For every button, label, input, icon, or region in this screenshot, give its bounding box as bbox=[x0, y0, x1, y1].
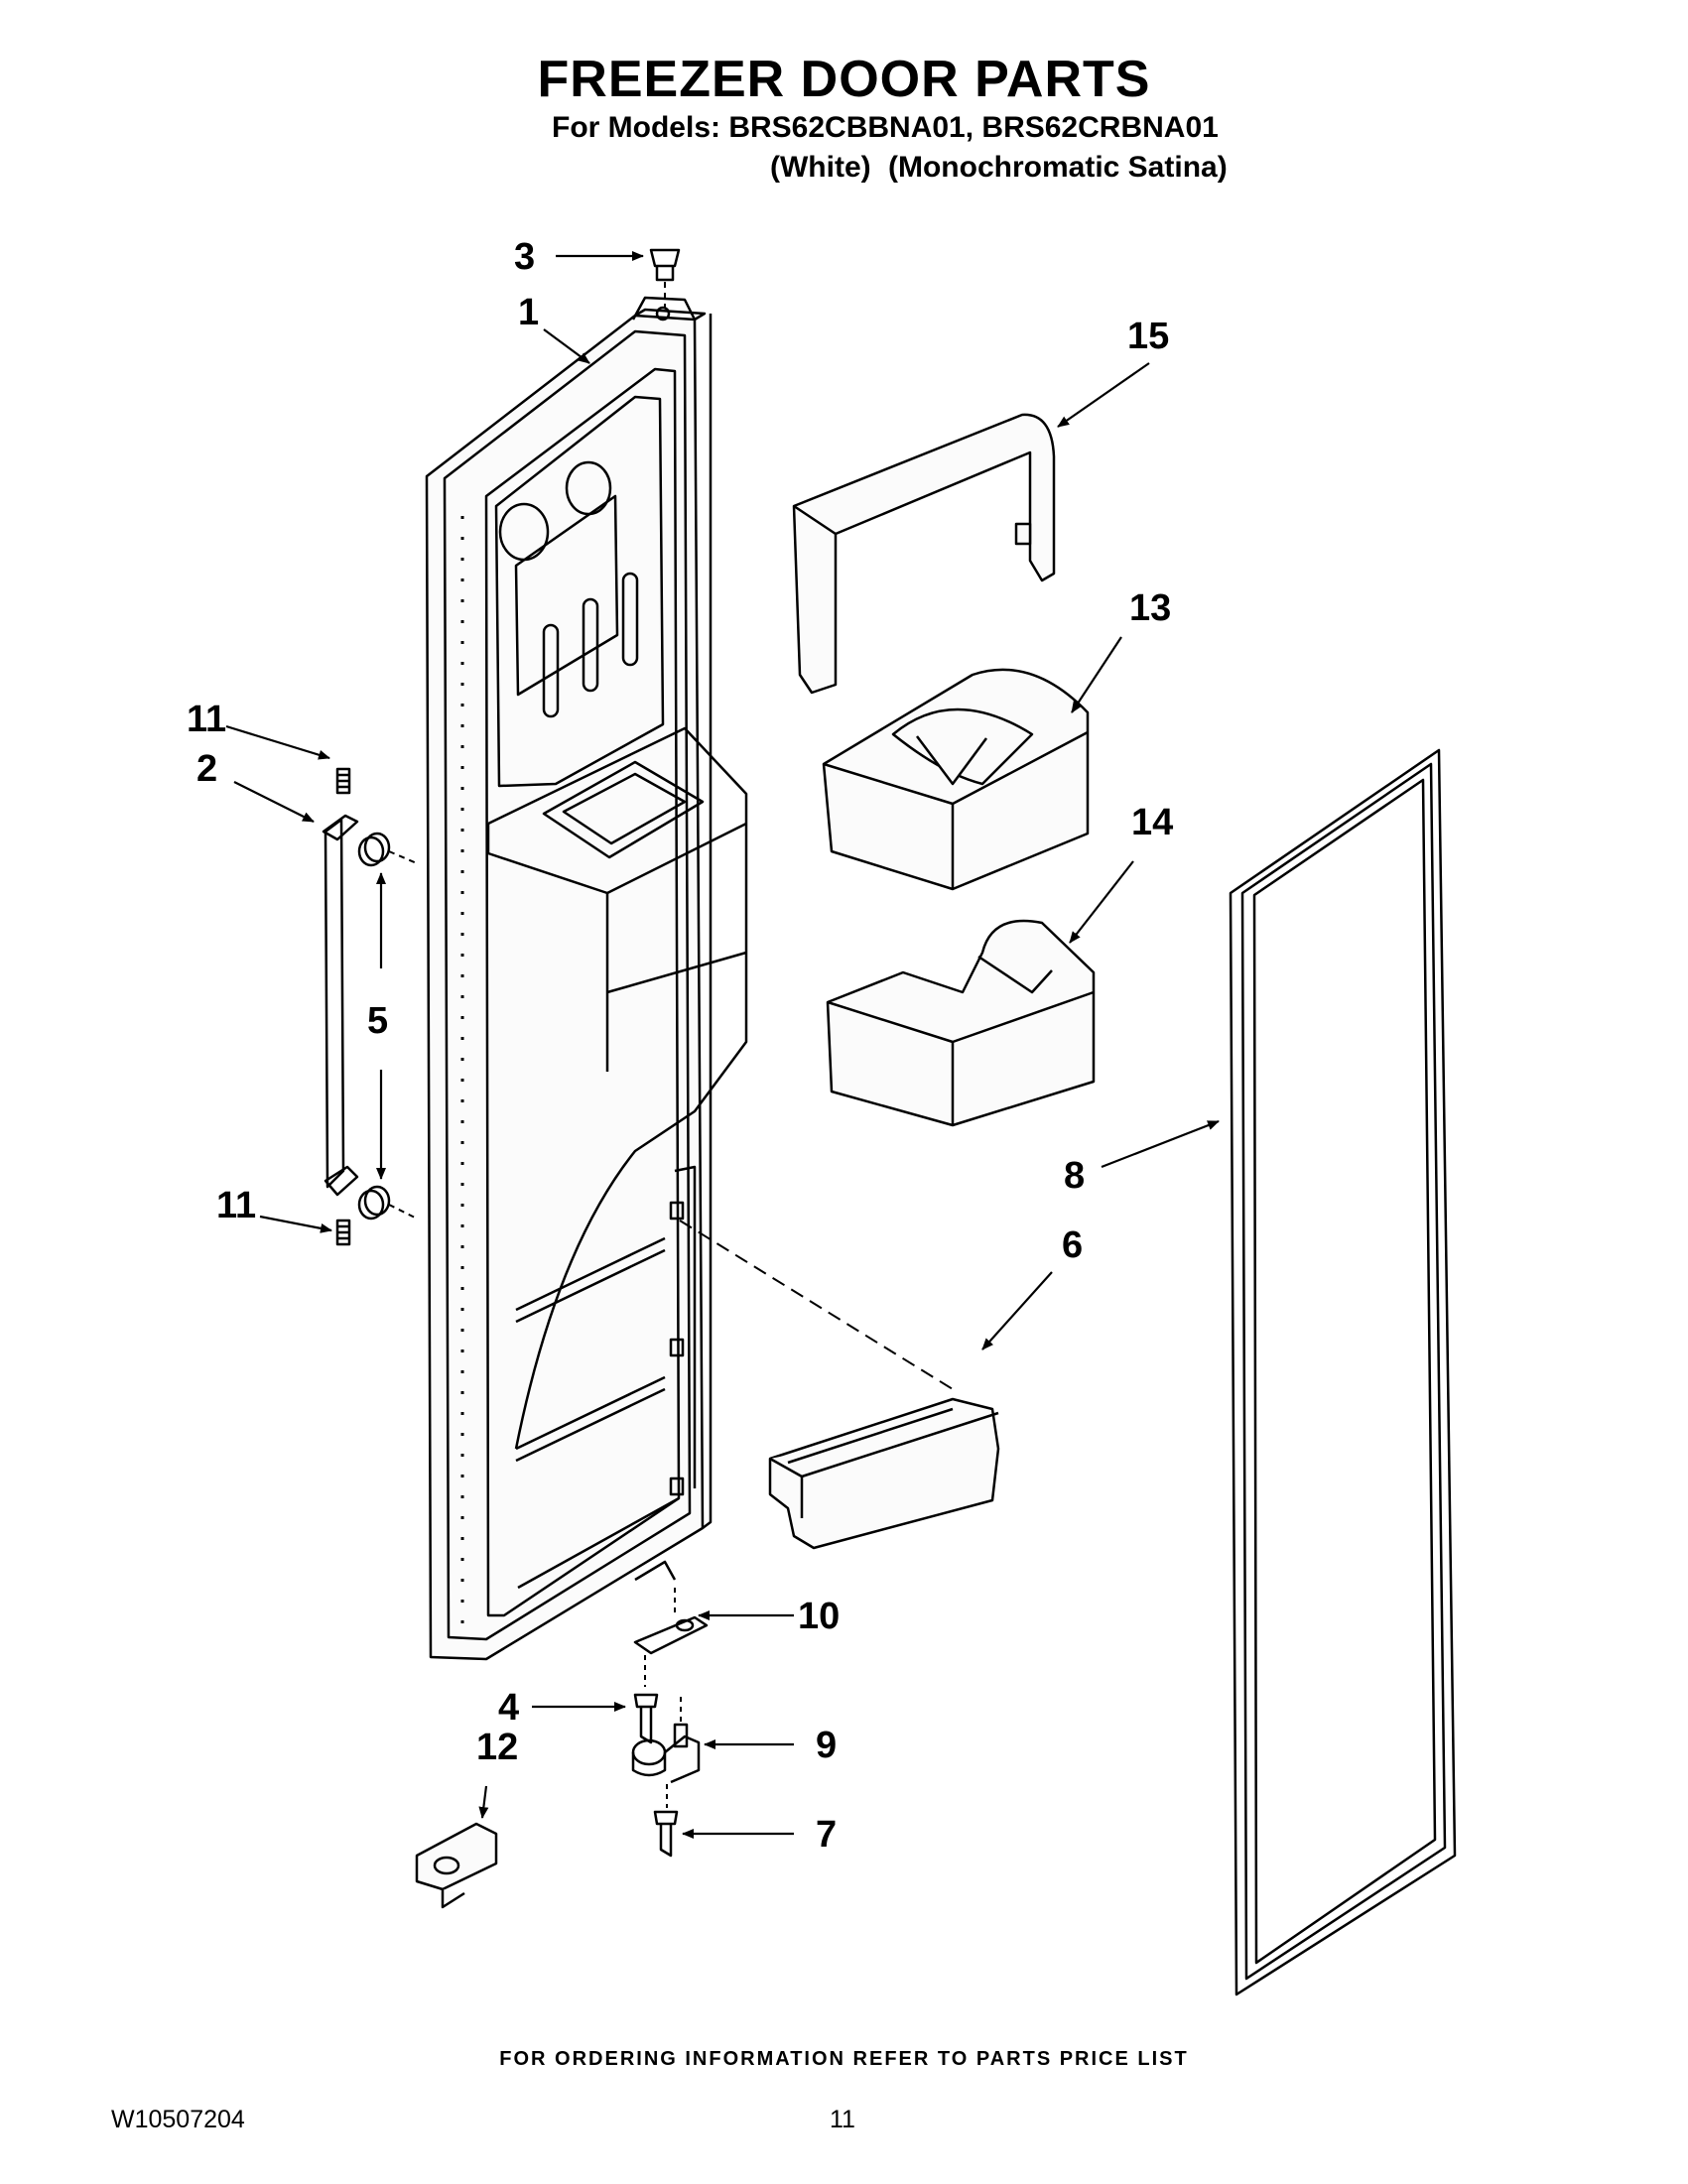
page-title: FREEZER DOOR PARTS bbox=[537, 51, 1151, 108]
callout-11-bottom: 11 bbox=[216, 1185, 257, 1226]
dispenser-trim-frame bbox=[792, 413, 1056, 695]
callout-14: 14 bbox=[1131, 802, 1174, 843]
water-dispenser-cup bbox=[826, 919, 1096, 1127]
freezer-door-liner bbox=[425, 296, 748, 1661]
door-handle bbox=[322, 814, 359, 1197]
hinge-cover bbox=[415, 1822, 498, 1909]
handle-spacer-bottom bbox=[357, 1185, 418, 1220]
callout-8: 8 bbox=[1064, 1155, 1086, 1197]
callout-1: 1 bbox=[518, 292, 540, 333]
lower-hinge-bracket bbox=[631, 1697, 701, 1808]
hinge-screw-lower bbox=[653, 1810, 679, 1858]
hinge-screw-upper bbox=[633, 1693, 659, 1744]
variant-white: (White) bbox=[770, 151, 871, 184]
ordering-info-note: FOR ORDERING INFORMATION REFER TO PARTS … bbox=[499, 2048, 1189, 2070]
door-gasket bbox=[1229, 748, 1457, 1996]
callout-11-top: 11 bbox=[187, 699, 227, 740]
handle-screw-bottom bbox=[335, 1219, 351, 1246]
callout-2: 2 bbox=[196, 748, 218, 790]
callout-10: 10 bbox=[798, 1596, 841, 1637]
callout-15: 15 bbox=[1127, 316, 1170, 357]
callout-12: 12 bbox=[476, 1727, 519, 1768]
handle-spacer-top bbox=[357, 832, 418, 867]
callout-leader-lines bbox=[225, 251, 1220, 1839]
callout-6: 6 bbox=[1062, 1224, 1084, 1266]
ice-chute-funnel bbox=[822, 668, 1090, 891]
callout-13: 13 bbox=[1129, 587, 1172, 629]
page-number: 11 bbox=[830, 2106, 855, 2133]
variant-monochromatic-satina: (Monochromatic Satina) bbox=[888, 151, 1228, 184]
handle-screw-top bbox=[335, 767, 351, 795]
document-number: W10507204 bbox=[111, 2106, 245, 2133]
callout-5: 5 bbox=[367, 1000, 389, 1042]
callout-4: 4 bbox=[498, 1687, 520, 1729]
hinge-bushing-top bbox=[649, 248, 681, 308]
bottom-hinge-plate bbox=[633, 1588, 709, 1687]
callout-3: 3 bbox=[514, 236, 536, 278]
models-line: For Models: BRS62CBBNA01, BRS62CRBNA01 bbox=[552, 111, 1219, 144]
freezer-door-bin bbox=[768, 1397, 1000, 1550]
callout-7: 7 bbox=[816, 1814, 838, 1856]
callout-9: 9 bbox=[816, 1725, 838, 1766]
